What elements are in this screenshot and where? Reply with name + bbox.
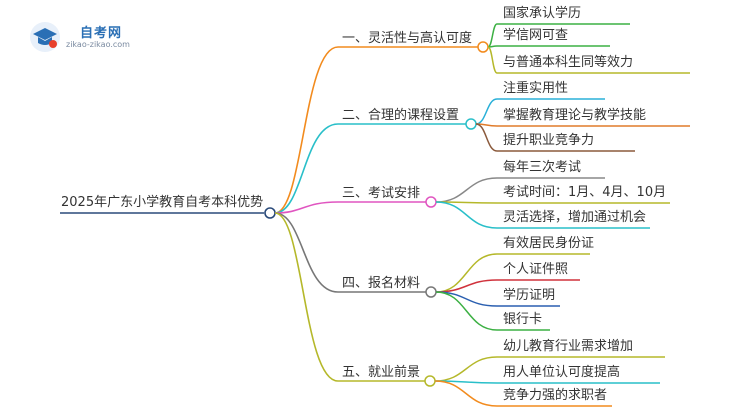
leaf-label: 银行卡 [503,312,543,327]
leaf-connector [475,98,498,125]
branch-node [465,118,477,130]
leaf-label: 有效居民身份证 [503,236,595,251]
leaf-connector [435,201,498,229]
leaf-label: 竞争力强的求职者 [503,388,608,403]
leaf-connector [435,177,498,203]
leaf-connector [475,123,498,152]
branch-connector [274,123,339,214]
root-topic: 2025年广东小学教育自考本科优势 [61,195,264,210]
leaf-label: 灵活选择，增加通过机会 [503,210,647,225]
leaf-connector [434,380,498,407]
root-node [264,207,276,219]
branch-label: 四、报名材料 [342,276,421,291]
leaf-label: 国家承认学历 [503,6,582,21]
leaf-label: 与普通本科生同等效力 [503,55,634,70]
branch-node [424,375,436,387]
graduation-cap-icon [30,22,60,52]
branch-label: 五、就业前景 [342,365,421,380]
branch-connector [274,212,339,382]
leaf-label: 学信网可查 [503,28,569,43]
branch-label: 一、灵活性与高认可度 [342,31,473,46]
branch-node [477,41,489,53]
leaf-label: 用人单位认可度提高 [503,365,621,380]
leaf-connector [487,23,498,48]
logo-title: 自考网 [80,26,123,41]
branch-label: 二、合理的课程设置 [342,108,460,123]
logo-subtitle: zikao-zikao.com [66,40,130,49]
branch-label: 三、考试安排 [342,186,421,201]
leaf-label: 学历证明 [503,288,556,303]
branch-node [425,286,437,298]
leaf-connector [487,46,498,74]
leaf-connector [434,356,498,382]
branch-connector [274,201,339,214]
branch-connector [274,212,339,293]
branch-connector [274,46,339,214]
leaf-label: 幼儿教育行业需求增加 [503,339,634,354]
leaf-connector [435,291,498,331]
leaf-label: 掌握教育理论与教学技能 [503,108,647,123]
leaf-label: 每年三次考试 [503,160,582,175]
logo: 自考网 zikao-zikao.com [28,20,178,54]
leaf-label: 注重实用性 [503,81,569,96]
leaf-label: 考试时间：1月、4月、10月 [503,185,667,200]
leaf-label: 提升职业竞争力 [503,133,595,148]
leaf-label: 个人证件照 [503,262,569,277]
branch-node [425,196,437,208]
